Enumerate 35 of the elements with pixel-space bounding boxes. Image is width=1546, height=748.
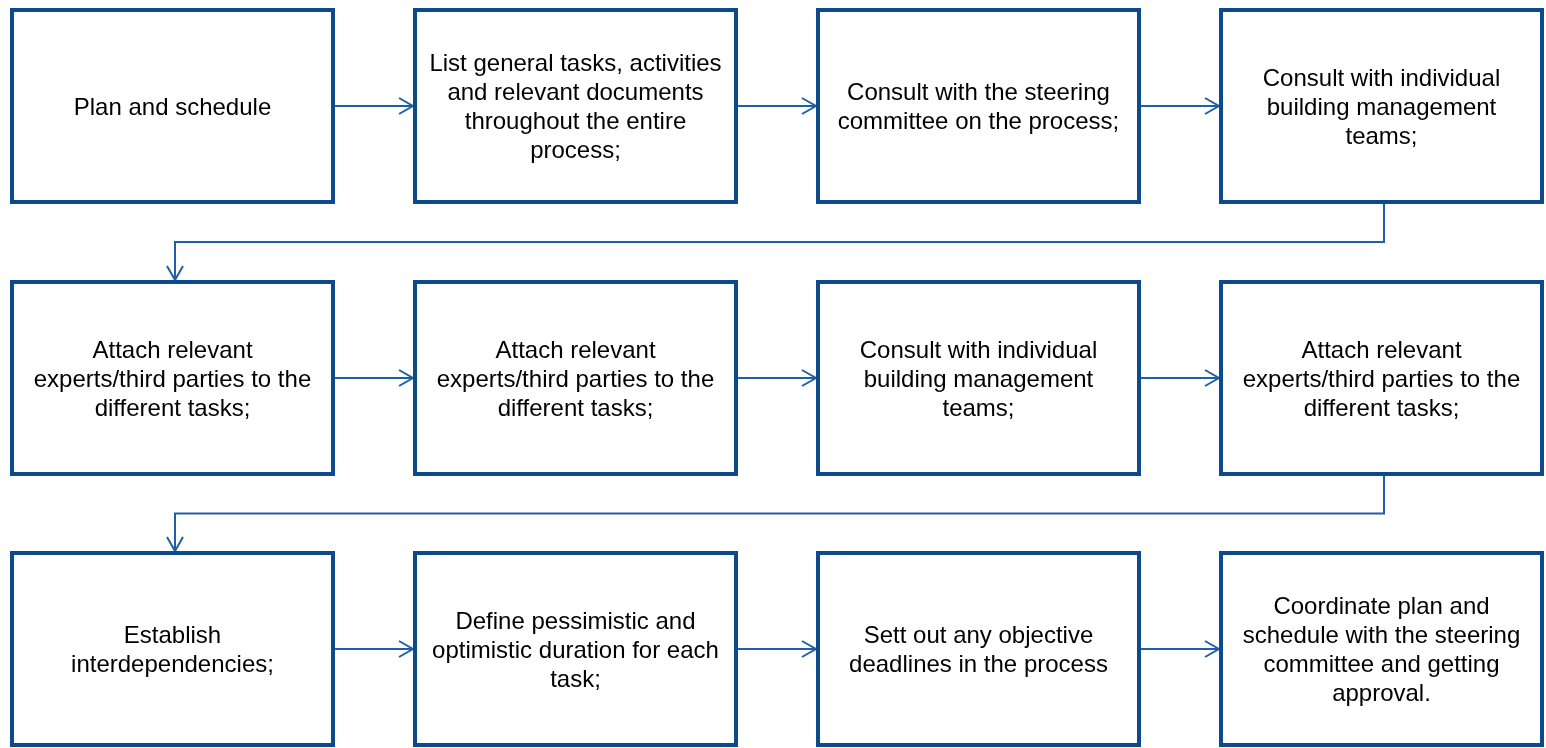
arrow (1140, 640, 1220, 658)
arrow (1140, 97, 1220, 115)
process-box (816, 280, 1141, 476)
step-text: Define pessimistic and optimistic duration for each task; (431, 605, 720, 693)
step-text: Coordinate plan and schedule with the steering committee and getting approval. (1241, 591, 1522, 707)
process-box (413, 280, 738, 476)
process-box (413, 8, 738, 204)
step-text: Attach relevant experts/third parties to the different tasks; (1241, 334, 1522, 422)
arrow (1140, 369, 1220, 387)
arrow (737, 640, 817, 658)
process-box (10, 551, 335, 747)
process-box (413, 551, 738, 747)
step-text: Consult with individual building management teams; (858, 334, 1099, 422)
process-box (816, 551, 1141, 747)
step-text: Attach relevant experts/third parties to the different tasks; (435, 334, 716, 422)
step-text: Attach relevant experts/third parties to the different tasks; (32, 334, 313, 422)
step-text: Consult with the steering committee on the process; (836, 77, 1121, 135)
process-box (816, 8, 1141, 204)
process-box (10, 8, 335, 204)
arrow (737, 369, 817, 387)
step-text: Consult with individual building management teams; (1261, 62, 1502, 150)
step-text: Plan and schedule (73, 91, 272, 121)
step-text: List general tasks, activities and relevant documents throughout the entire process; (428, 48, 723, 164)
process-box (1219, 8, 1544, 204)
arrow (334, 369, 414, 387)
arrow (737, 97, 817, 115)
step-text: Sett out any objective deadlines in the process (848, 620, 1109, 678)
arrow (334, 640, 414, 658)
process-box (1219, 551, 1544, 747)
process-box (10, 280, 335, 476)
arrow (166, 203, 1385, 281)
process-box (1219, 280, 1544, 476)
step-text: Establish interdependencies; (70, 620, 275, 678)
arrow (166, 475, 1385, 552)
arrow (334, 97, 414, 115)
